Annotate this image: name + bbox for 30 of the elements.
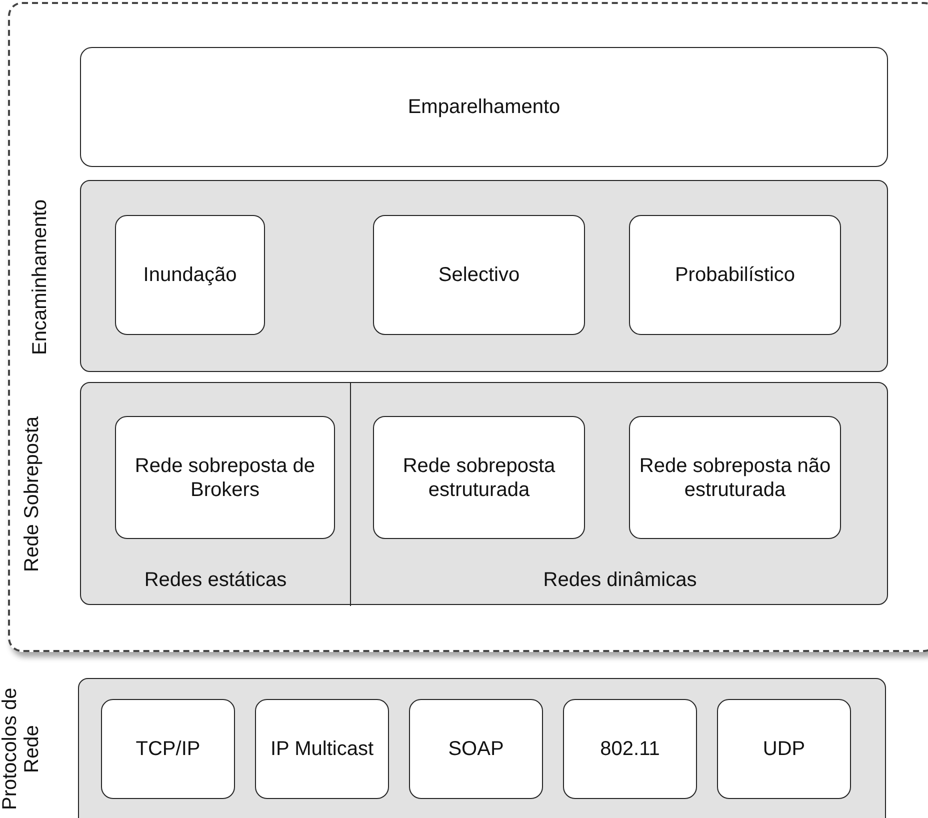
component-box	[629, 416, 841, 539]
component-box	[373, 416, 585, 539]
box-label: Rede sobreposta estruturada	[402, 454, 556, 502]
component-box	[409, 699, 543, 799]
component-box	[101, 699, 235, 799]
dashed-frame	[8, 2, 928, 652]
box-label: Emparelhamento	[406, 95, 562, 119]
box-label: Rede sobreposta não estruturada	[638, 454, 832, 502]
component-box	[629, 215, 841, 335]
component-box	[80, 47, 888, 167]
component-box	[717, 699, 851, 799]
section-label: Redes estáticas	[144, 568, 287, 592]
section-label: Redes dinâmicas	[543, 568, 697, 592]
layer-label: Rede Sobreposta	[21, 415, 44, 574]
component-box	[115, 215, 265, 335]
layer-label: Encaminhamento	[29, 198, 52, 357]
component-box	[563, 699, 697, 799]
component-box	[373, 215, 585, 335]
box-label: SOAP	[447, 737, 505, 761]
box-label: Selectivo	[437, 263, 521, 287]
box-label: Rede sobreposta de Brokers	[134, 454, 316, 502]
box-label: UDP	[762, 737, 806, 761]
component-box	[255, 699, 389, 799]
box-label: Inundação	[142, 263, 238, 287]
component-box	[115, 416, 335, 539]
box-label: IP Multicast	[270, 737, 374, 761]
box-label: Probabilístico	[674, 263, 796, 287]
layer-label: Protocolos de Rede	[0, 686, 44, 812]
box-label: 802.11	[599, 737, 661, 761]
box-label: TCP/IP	[134, 737, 202, 761]
